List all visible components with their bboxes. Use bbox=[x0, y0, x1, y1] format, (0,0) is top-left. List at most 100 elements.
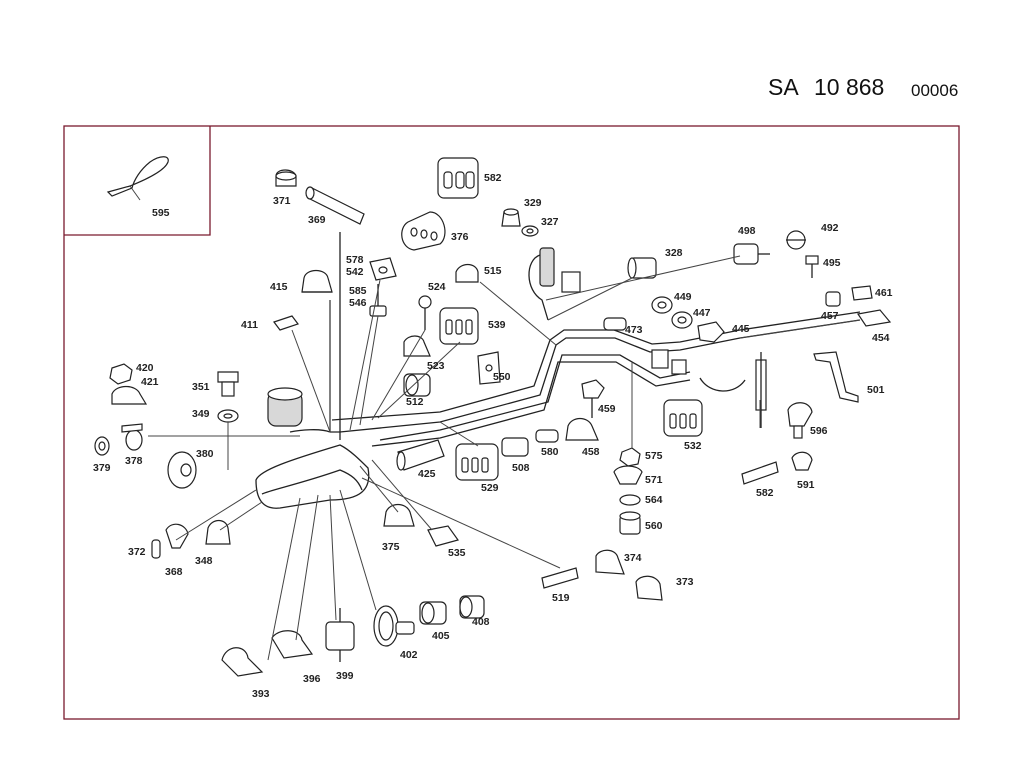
part-539-grommet bbox=[439, 307, 479, 345]
label-379: 379 bbox=[93, 462, 111, 474]
drawing-header: SA 10 868 00006 bbox=[0, 74, 1024, 106]
label-454: 454 bbox=[872, 332, 890, 344]
part-425-sleeve bbox=[396, 439, 445, 471]
label-375: 375 bbox=[382, 541, 400, 553]
label-492: 492 bbox=[821, 222, 839, 234]
part-449-washer bbox=[651, 296, 673, 314]
label-578: 578 bbox=[346, 254, 364, 266]
label-421: 421 bbox=[141, 376, 159, 388]
part-402-ring bbox=[373, 605, 415, 647]
part-492-banjo bbox=[786, 230, 806, 250]
part-420-nut bbox=[109, 363, 133, 385]
label-349: 349 bbox=[192, 408, 210, 420]
part-393-clip bbox=[221, 647, 264, 677]
part-327-washer bbox=[521, 225, 539, 237]
part-421-clip bbox=[111, 385, 148, 405]
part-348-clamp bbox=[205, 519, 231, 545]
part-524-screw bbox=[418, 295, 432, 330]
part-329-cap bbox=[501, 208, 521, 227]
label-512: 512 bbox=[406, 396, 424, 408]
label-402: 402 bbox=[400, 649, 418, 661]
label-372: 372 bbox=[128, 546, 146, 558]
part-501-bracket bbox=[813, 351, 859, 403]
part-labels: 371 369 582 329 327 376 578 542 585 546 … bbox=[93, 172, 893, 700]
part-498-fitting bbox=[733, 243, 770, 265]
drawing-number: 10 868 bbox=[814, 74, 885, 100]
part-550-bracket bbox=[477, 351, 501, 385]
part-578-clip bbox=[369, 257, 397, 281]
part-515-clip bbox=[455, 263, 479, 283]
part-458-clip bbox=[565, 417, 599, 441]
label-371: 371 bbox=[273, 195, 291, 207]
label-445: 445 bbox=[732, 323, 750, 335]
label-458: 458 bbox=[582, 446, 600, 458]
part-596-clip bbox=[787, 402, 813, 439]
part-473-sleeve bbox=[603, 317, 627, 331]
part-575-nut bbox=[619, 447, 641, 467]
label-374: 374 bbox=[624, 552, 642, 564]
label-408: 408 bbox=[472, 616, 490, 628]
cable-tie-part bbox=[106, 156, 169, 201]
part-351-bolt bbox=[217, 371, 239, 397]
part-369-rod bbox=[305, 186, 365, 225]
part-459-bolt bbox=[581, 379, 605, 418]
part-379-grommet bbox=[94, 436, 110, 456]
label-532: 532 bbox=[684, 440, 702, 452]
part-461-clip bbox=[851, 285, 873, 301]
part-582-sleeve bbox=[741, 461, 779, 485]
leader-lines bbox=[175, 255, 861, 661]
label-396: 396 bbox=[303, 673, 321, 685]
part-508-grommet bbox=[501, 437, 529, 457]
label-405: 405 bbox=[432, 630, 450, 642]
label-399: 399 bbox=[336, 670, 354, 682]
part-591-clip bbox=[791, 451, 813, 471]
part-374-clip bbox=[595, 549, 625, 575]
label-560: 560 bbox=[645, 520, 663, 532]
label-498: 498 bbox=[738, 225, 756, 237]
label-449: 449 bbox=[674, 291, 692, 303]
part-535-bracket bbox=[427, 525, 459, 547]
part-396-clip bbox=[271, 630, 314, 659]
part-399-mount bbox=[325, 608, 355, 662]
label-327: 327 bbox=[541, 216, 559, 228]
label-524: 524 bbox=[428, 281, 446, 293]
part-582-grommet-top bbox=[437, 157, 479, 199]
label-591: 591 bbox=[797, 479, 815, 491]
drawing-prefix: SA bbox=[768, 74, 799, 100]
label-546: 546 bbox=[349, 297, 367, 309]
part-519-sleeve bbox=[541, 567, 579, 589]
part-368-clip bbox=[165, 523, 189, 549]
label-461: 461 bbox=[875, 287, 893, 299]
label-380: 380 bbox=[196, 448, 214, 460]
label-420: 420 bbox=[136, 362, 154, 374]
label-329: 329 bbox=[524, 197, 542, 209]
label-585: 585 bbox=[349, 285, 367, 297]
part-512-sleeve bbox=[403, 373, 431, 397]
label-523: 523 bbox=[427, 360, 445, 372]
part-349-washer bbox=[217, 409, 239, 423]
part-408-sleeve bbox=[459, 595, 485, 619]
label-550: 550 bbox=[493, 371, 511, 383]
label-411: 411 bbox=[241, 319, 258, 331]
part-411-bracket bbox=[273, 315, 299, 331]
part-523-clip bbox=[403, 335, 431, 357]
diagram-frame bbox=[63, 125, 960, 720]
label-495: 495 bbox=[823, 257, 841, 269]
label-580: 580 bbox=[541, 446, 559, 458]
inset-frame bbox=[64, 126, 211, 236]
label-425: 425 bbox=[418, 468, 436, 480]
part-380-mount bbox=[167, 451, 197, 489]
part-454-bracket bbox=[856, 309, 892, 327]
label-393: 393 bbox=[252, 688, 270, 700]
label-539: 539 bbox=[488, 319, 506, 331]
label-457: 457 bbox=[821, 310, 839, 322]
part-564-washer bbox=[619, 494, 641, 506]
label-378: 378 bbox=[125, 455, 143, 467]
label-328: 328 bbox=[665, 247, 683, 259]
label-582-top: 582 bbox=[484, 172, 502, 184]
drawing-code: 00006 bbox=[911, 81, 959, 100]
part-376-grommet bbox=[401, 211, 446, 251]
part-529-grommet bbox=[455, 443, 499, 481]
label-596: 596 bbox=[810, 425, 828, 437]
